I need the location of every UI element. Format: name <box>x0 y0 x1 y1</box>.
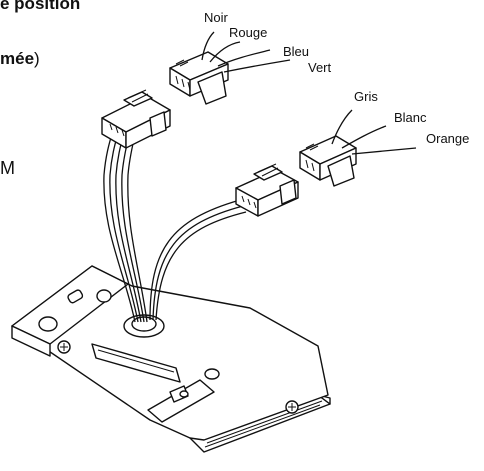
label-orange: Orange <box>426 131 469 146</box>
connector-c <box>235 163 299 217</box>
label-rouge: Rouge <box>229 25 267 40</box>
mount-hole-left <box>38 316 58 332</box>
connector-b <box>169 51 229 105</box>
screw-hole-center <box>204 368 220 380</box>
slot <box>67 289 84 304</box>
cropped-note-bold: mée <box>0 49 35 68</box>
screw-right <box>285 400 299 414</box>
screw-left <box>57 340 71 354</box>
connector-b-wires <box>201 31 291 73</box>
label-noir: Noir <box>204 10 229 25</box>
cropped-note-tail: ) <box>34 49 40 68</box>
mount-hole-right <box>96 289 112 303</box>
label-blanc: Blanc <box>394 110 427 125</box>
cropped-note-text: mée) <box>0 49 40 69</box>
label-vert: Vert <box>308 60 332 75</box>
connector-d-wires <box>331 109 417 155</box>
right-wire-bundle <box>149 199 247 321</box>
window-slot <box>91 343 181 383</box>
connector-d <box>299 135 357 187</box>
base-plate <box>11 265 331 453</box>
connector-a <box>101 89 171 149</box>
label-bleu: Bleu <box>283 44 309 59</box>
cropped-letter-text: M <box>0 158 15 178</box>
label-gris: Gris <box>354 89 378 104</box>
cropped-heading-text: e position <box>0 0 81 13</box>
